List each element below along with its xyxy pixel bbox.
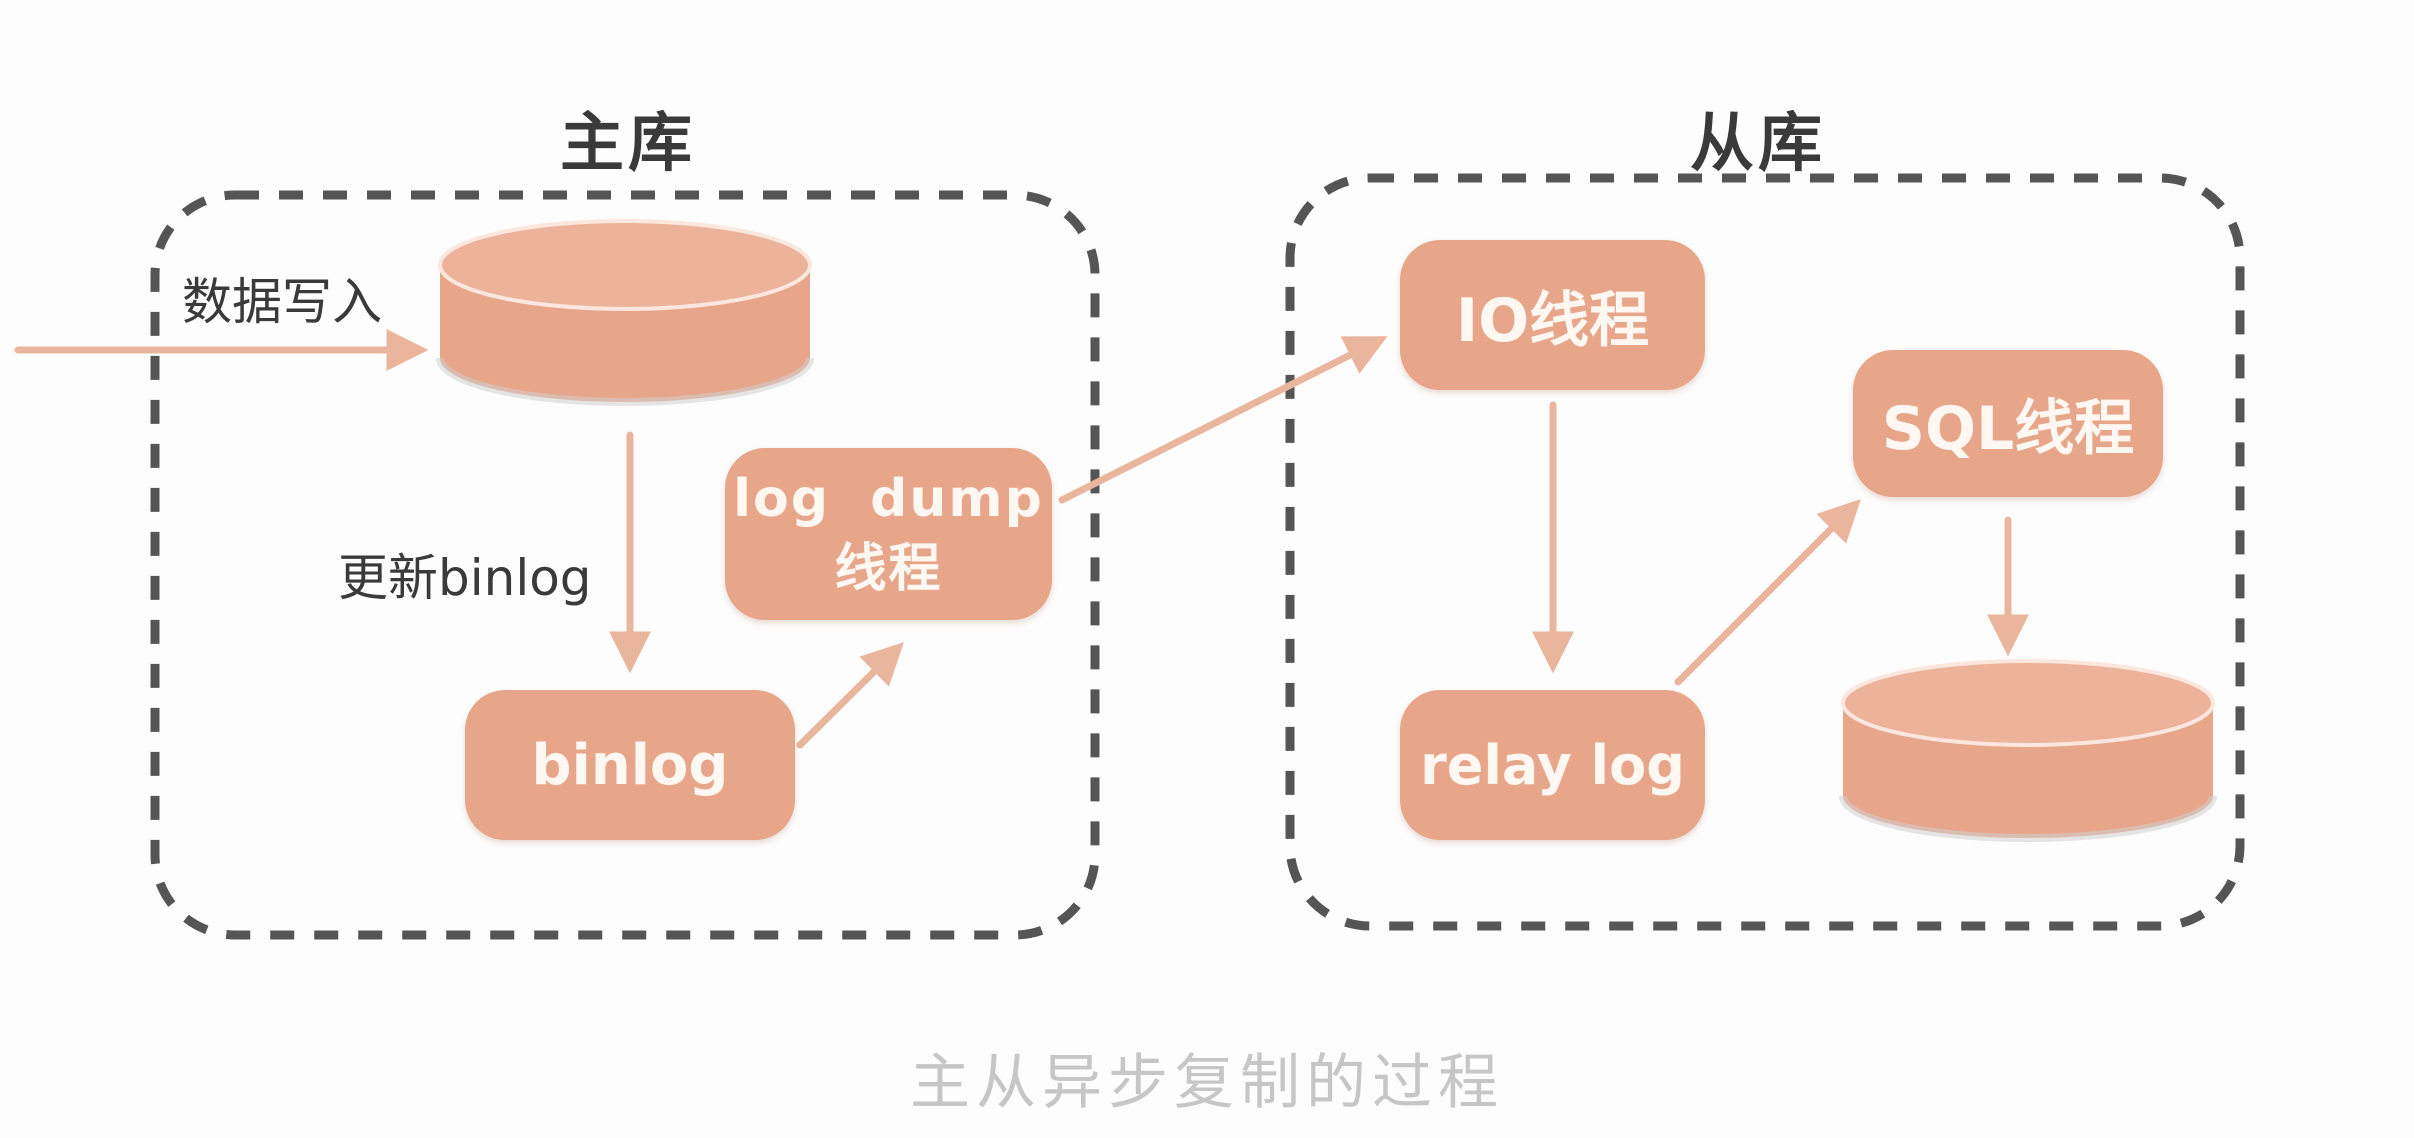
slave-group-border: [1285, 173, 2245, 931]
slave-database-cylinder: [1839, 659, 2217, 842]
arrow-binlog-to-dump: [796, 642, 904, 749]
slave-title: 从库: [1690, 107, 1826, 181]
update-binlog-label: 更新binlog: [338, 549, 592, 607]
sql-thread-node: SQL线程: [1853, 350, 2163, 497]
log-dump-thread-node: log dump 线程: [725, 448, 1052, 620]
binlog-node: binlog: [465, 690, 795, 840]
relay-log-node: relay log: [1400, 690, 1705, 840]
arrow-relay-to-sql: [1674, 499, 1861, 686]
master-database-cylinder: [436, 219, 814, 406]
data-write-label: 数据写入: [182, 273, 382, 331]
io-thread-node: IO线程: [1400, 240, 1705, 390]
master-group-border: [150, 190, 1100, 940]
diagram-caption: 主从异步复制的过程: [910, 1048, 1504, 1118]
arrow-dump-to-io: [1058, 336, 1388, 504]
master-title: 主库: [560, 107, 696, 181]
